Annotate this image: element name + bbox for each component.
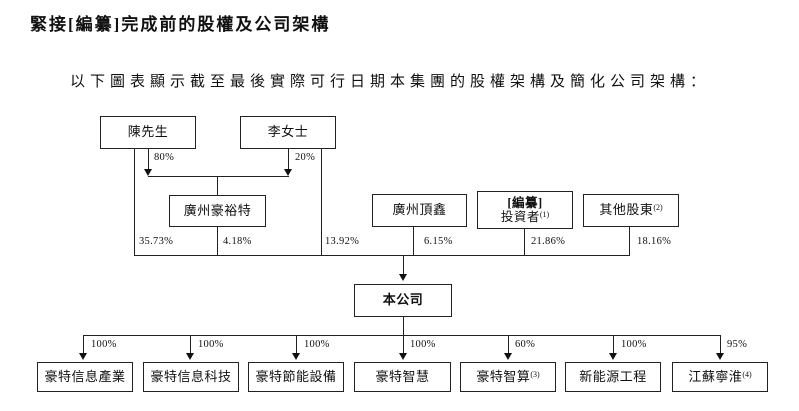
mid-box-dingxin: 廣州頂鑫	[372, 194, 467, 227]
connector-line	[321, 149, 322, 255]
connector-line	[288, 149, 289, 170]
company-name: 豪特智算	[476, 368, 531, 384]
subsidiary-box-haote-zhihui: 豪特智慧	[354, 362, 451, 392]
shareholder-box-chen: 陳先生	[100, 116, 196, 149]
arrow-down	[292, 353, 300, 360]
ownership-pct-label: 60%	[515, 339, 536, 350]
arrow-down	[284, 169, 292, 176]
company-name: 豪特信息科技	[150, 368, 232, 384]
mid-box-others: 其他股東(2)	[583, 194, 679, 227]
company-name: 廣州豪裕特	[183, 202, 252, 218]
company-name: 新能源工程	[579, 368, 647, 384]
connector-line	[83, 335, 84, 354]
company-name: 豪特智慧	[375, 368, 430, 384]
company-name: 豪特信息產業	[44, 368, 126, 384]
shareholder-name: 陳先生	[127, 124, 169, 140]
shareholder-box-li: 李女士	[240, 116, 336, 149]
page-title: 緊接[編纂]完成前的股權及公司架構	[30, 15, 331, 34]
ownership-pct-label: 100%	[198, 339, 224, 350]
connector-line	[403, 317, 404, 335]
connector-line	[83, 335, 721, 336]
arrow-down	[504, 353, 512, 360]
arrow-down	[79, 353, 87, 360]
ownership-pct-label: 80%	[154, 152, 175, 163]
arrow-down	[399, 353, 407, 360]
arrow-down	[144, 169, 152, 176]
connector-line	[217, 176, 218, 195]
footnote-ref: (2)	[653, 203, 663, 213]
ownership-pct-label: 95%	[727, 339, 748, 350]
redacted-label: [編纂]	[507, 195, 543, 210]
connector-line	[629, 227, 630, 255]
mid-box-investors: [編纂] 投資者(1)	[477, 191, 573, 229]
company-name: 投資者	[500, 210, 540, 224]
subsidiary-box-haote-xinxi-keji: 豪特信息科技	[143, 362, 239, 392]
ownership-pct-label: 35.73%	[139, 236, 174, 247]
ownership-pct-label: 21.86%	[531, 236, 566, 247]
connector-line	[190, 335, 191, 354]
footnote-ref: (4)	[742, 369, 752, 379]
company-name: 江蘇寧淮	[688, 368, 743, 384]
company-name: 豪特節能設備	[255, 368, 337, 384]
connector-line	[524, 229, 525, 255]
connector-line	[720, 335, 721, 354]
subsidiary-box-xinnengyuan-gongcheng: 新能源工程	[565, 362, 661, 392]
arrow-down	[716, 353, 724, 360]
connector-line	[134, 255, 630, 256]
ownership-pct-label: 20%	[295, 152, 316, 163]
subsidiary-box-jiangsu-ninghuai: 江蘇寧淮(4)	[672, 362, 768, 392]
connector-line	[148, 149, 149, 170]
connector-line	[403, 255, 404, 275]
arrow-down	[609, 353, 617, 360]
company-box: 本公司	[354, 284, 452, 317]
arrow-down	[186, 353, 194, 360]
ownership-pct-label: 100%	[410, 339, 436, 350]
connector-line	[413, 227, 414, 255]
connector-line	[148, 176, 289, 177]
subsidiary-box-haote-jieneng-shebei: 豪特節能設備	[248, 362, 344, 392]
company-name: 廣州頂鑫	[392, 202, 447, 218]
ownership-pct-label: 100%	[304, 339, 330, 350]
subsidiary-box-haote-xinxi-chanye: 豪特信息產業	[37, 362, 133, 392]
ownership-pct-label: 100%	[621, 339, 647, 350]
connector-line	[296, 335, 297, 354]
company-name: 本公司	[382, 292, 424, 308]
ownership-pct-label: 18.16%	[637, 236, 672, 247]
company-name: 其他股東	[599, 202, 654, 218]
intro-text: 以下圖表顯示截至最後實際可行日期本集團的股權架構及簡化公司架構：	[70, 74, 711, 90]
arrow-down	[399, 274, 407, 281]
shareholder-name: 李女士	[267, 124, 309, 140]
subsidiary-box-haote-zhisuan: 豪特智算(3)	[460, 362, 556, 392]
ownership-pct-label: 6.15%	[424, 236, 453, 247]
ownership-pct-label: 13.92%	[325, 236, 360, 247]
ownership-pct-label: 100%	[91, 339, 117, 350]
footnote-ref: (3)	[530, 369, 540, 379]
connector-line	[403, 335, 404, 354]
ownership-pct-label: 4.18%	[223, 236, 252, 247]
connector-line	[613, 335, 614, 354]
footnote-ref: (1)	[539, 210, 550, 219]
connector-line	[134, 149, 135, 255]
connector-line	[217, 227, 218, 255]
connector-line	[508, 335, 509, 354]
intermediate-box-haoyute: 廣州豪裕特	[169, 195, 266, 227]
